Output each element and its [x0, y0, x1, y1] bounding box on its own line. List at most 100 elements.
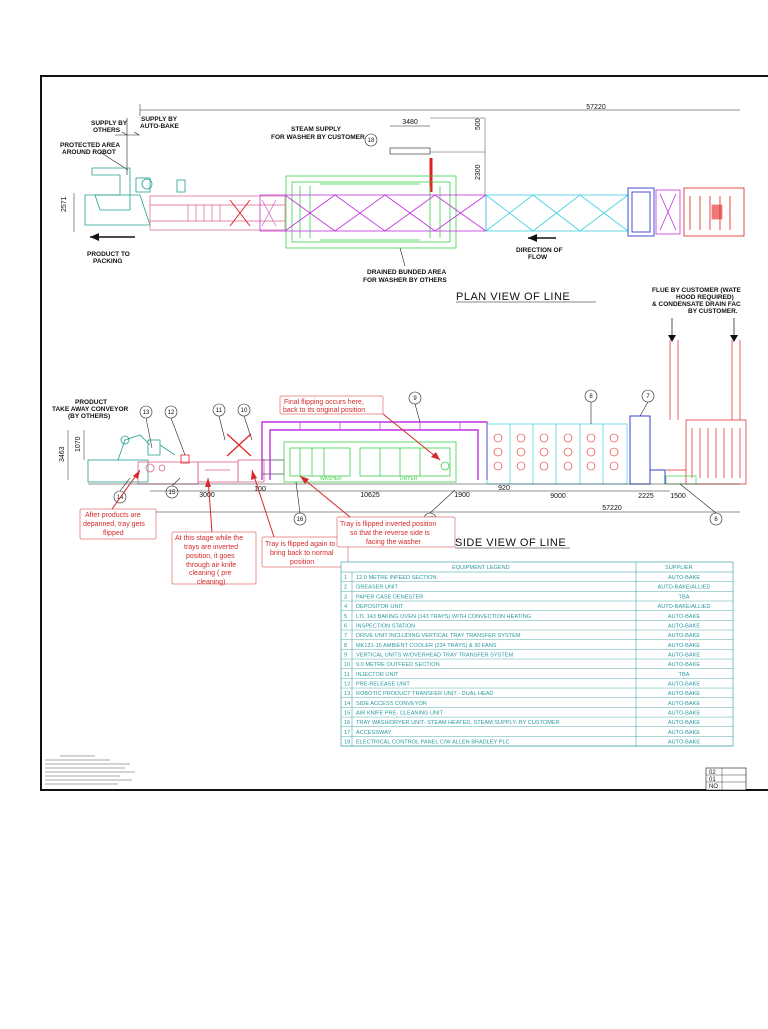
- dim-side-2225: 2225: [638, 493, 654, 500]
- callout-9: 9: [413, 396, 417, 402]
- note-depanned-2: depanned, tray gets: [83, 521, 145, 528]
- side-view-title: SIDE VIEW OF LINE: [455, 537, 566, 549]
- dim-side-920: 920: [498, 485, 510, 492]
- side-cooler-fans: [493, 433, 619, 471]
- legend-row-number: 2: [344, 585, 347, 591]
- fine-print-notes: [45, 755, 135, 785]
- legend-row-number: 9: [344, 652, 347, 658]
- legend-row-supplier: AUTO-BAKE: [668, 710, 700, 716]
- legend-row-number: 17: [344, 730, 350, 736]
- note-flipped-inverted-2: so that the reverse side is: [350, 530, 430, 537]
- washer-label: WASHER: [320, 476, 342, 482]
- flue-note-3: & CONDENSATE DRAIN FAC: [652, 301, 741, 308]
- legend-row-number: 12: [344, 681, 350, 687]
- dim-side-100: 100: [254, 486, 266, 493]
- legend-row-description: ROBOTIC PRODUCT TRANSFER UNIT - DUAL HEA…: [356, 691, 493, 697]
- legend-row-supplier: AUTO-BAKE: [668, 575, 700, 581]
- legend-row-number: 10: [344, 662, 350, 668]
- callout-16: 16: [297, 517, 304, 523]
- legend-row-description: ACCESSWAY: [356, 730, 391, 736]
- note-flipped-back-3: position: [290, 559, 314, 566]
- plan-view-title: PLAN VIEW OF LINE: [456, 291, 570, 303]
- steam-callout-circle: [364, 133, 378, 147]
- product-to-packing-1: PRODUCT TO: [87, 251, 130, 258]
- note-inverted-6: cleaning): [197, 579, 225, 586]
- legend-row-description: MK121-15 AMBIENT COOLER (234 TRAYS) & 30…: [356, 643, 497, 649]
- legend-row-supplier: TBA: [679, 594, 690, 600]
- note-final-flip-2: back to its original position: [283, 407, 365, 414]
- plan-outfeed-conveyor: [149, 195, 286, 231]
- note-flipped-back-1: Tray is flipped again to: [265, 541, 335, 548]
- callout-8: 8: [589, 394, 593, 400]
- legend-row-number: 16: [344, 720, 350, 726]
- protected-area-1: PROTECTED AREA: [60, 142, 120, 149]
- legend-row-number: 3: [344, 594, 347, 600]
- drained-area-1: DRAINED BUNDED AREA: [367, 269, 447, 276]
- product-to-packing-2: PACKING: [93, 258, 123, 265]
- legend-row-supplier: AUTO-BAKE: [668, 614, 700, 620]
- rev-02: 02: [709, 770, 716, 776]
- dim-side-1900: 1900: [454, 492, 470, 499]
- legend-row-supplier: AUTO-BAKE: [668, 662, 700, 668]
- note-inverted-2: trays are inverted: [184, 544, 238, 551]
- legend-row-description: GREASER UNIT: [356, 585, 399, 591]
- legend-row-description: SIDE ACCESS CONVEYOR: [356, 701, 427, 707]
- dim-overall-bottom: 57220: [602, 505, 622, 512]
- note-flipped-inverted-3: facing the washer: [366, 539, 422, 546]
- legend-row-supplier: AUTO-BAKE: [668, 633, 700, 639]
- note-inverted-1: At this stage while the: [175, 535, 243, 542]
- protected-area-2: AROUND ROBOT: [62, 149, 116, 156]
- legend-row-description: ELECTRICAL CONTROL PANEL C/W ALLEN BRADL…: [356, 739, 510, 745]
- dim-steam-h2: 2300: [475, 164, 482, 180]
- legend-row-description: VERTICAL UNITS W/OVERHEAD TRAY TRANSFER …: [356, 652, 514, 658]
- callout-13: 13: [143, 410, 150, 416]
- dim-plan-width: 2571: [61, 196, 68, 212]
- side-view: PRODUCT TAKE AWAY CONVEYOR (BY OTHERS) 3…: [52, 340, 747, 549]
- legend-row-description: TRAY WASH/DRYER UNIT- STEAM HEATED, STEA…: [356, 720, 560, 726]
- callout-6: 6: [714, 517, 718, 523]
- legend-row-description: 9.0 METRE OUTFEED SECTION: [356, 662, 440, 668]
- legend-row-description: PRE-RELEASE UNIT: [356, 681, 410, 687]
- supply-autobake-2: AUTO-BAKE: [140, 123, 180, 130]
- dim-steam-h1: 500: [475, 118, 482, 130]
- legend-row-description: LTL 143 BAKING OVEN (143 TRAYS) WITH CON…: [356, 614, 531, 620]
- legend-header-equipment: EQUIPMENT LEGEND: [452, 565, 510, 571]
- dim-steam-width: 3480: [402, 119, 418, 126]
- rev-01: 01: [709, 777, 716, 783]
- legend-row-number: 4: [344, 604, 347, 610]
- legend-row-number: 1: [344, 575, 347, 581]
- takeaway-1: PRODUCT: [75, 399, 107, 406]
- legend-row-number: 13: [344, 691, 350, 697]
- legend-row-supplier: AUTO-BAKE: [668, 623, 700, 629]
- revision-block: 02 01 NO: [705, 767, 747, 791]
- steam-supply-2: FOR WASHER BY CUSTOMER: [271, 134, 365, 141]
- side-robot: [87, 434, 176, 483]
- direction-flow-2: FLOW: [528, 254, 548, 261]
- legend-header-supplier: SUPPLIER: [665, 565, 693, 571]
- legend-row-description: 12.0 METRE INFEED SECTION: [356, 575, 437, 581]
- direction-flow-1: DIRECTION OF: [516, 247, 563, 254]
- rev-no: NO: [709, 784, 718, 790]
- legend-row-number: 8: [344, 643, 347, 649]
- legend-rows: 1 12.0 METRE INFEED SECTION AUTO-BAKE 2 GREA…: [341, 575, 733, 747]
- supply-others-1: SUPPLY BY: [91, 120, 128, 127]
- legend-row-number: 11: [344, 672, 350, 678]
- note-depanned-1: After products are: [85, 512, 141, 519]
- legend-row-number: 7: [344, 633, 347, 639]
- note-flipped-inverted-1: Tray is flipped inverted position: [340, 521, 436, 528]
- dim-side-height-a: 3463: [59, 446, 66, 462]
- steam-callout-number: 18: [368, 138, 375, 144]
- note-inverted-5: cleaning ( pre: [189, 570, 232, 577]
- dim-side-10625: 10625: [360, 492, 380, 499]
- legend-row-number: 5: [344, 614, 347, 620]
- legend-row-supplier: AUTO-BAKE: [668, 720, 700, 726]
- legend-row-description: DEPOSITOR UNIT: [356, 604, 404, 610]
- legend-row-description: INSPECTION STATION: [356, 623, 415, 629]
- flue-note-1: FLUE BY CUSTOMER (WATE: [652, 287, 742, 294]
- legend-row-description: INJECTOR UNIT: [356, 672, 399, 678]
- dim-side-9000: 9000: [550, 493, 566, 500]
- callout-11: 11: [216, 408, 223, 414]
- callout-12: 12: [168, 410, 175, 416]
